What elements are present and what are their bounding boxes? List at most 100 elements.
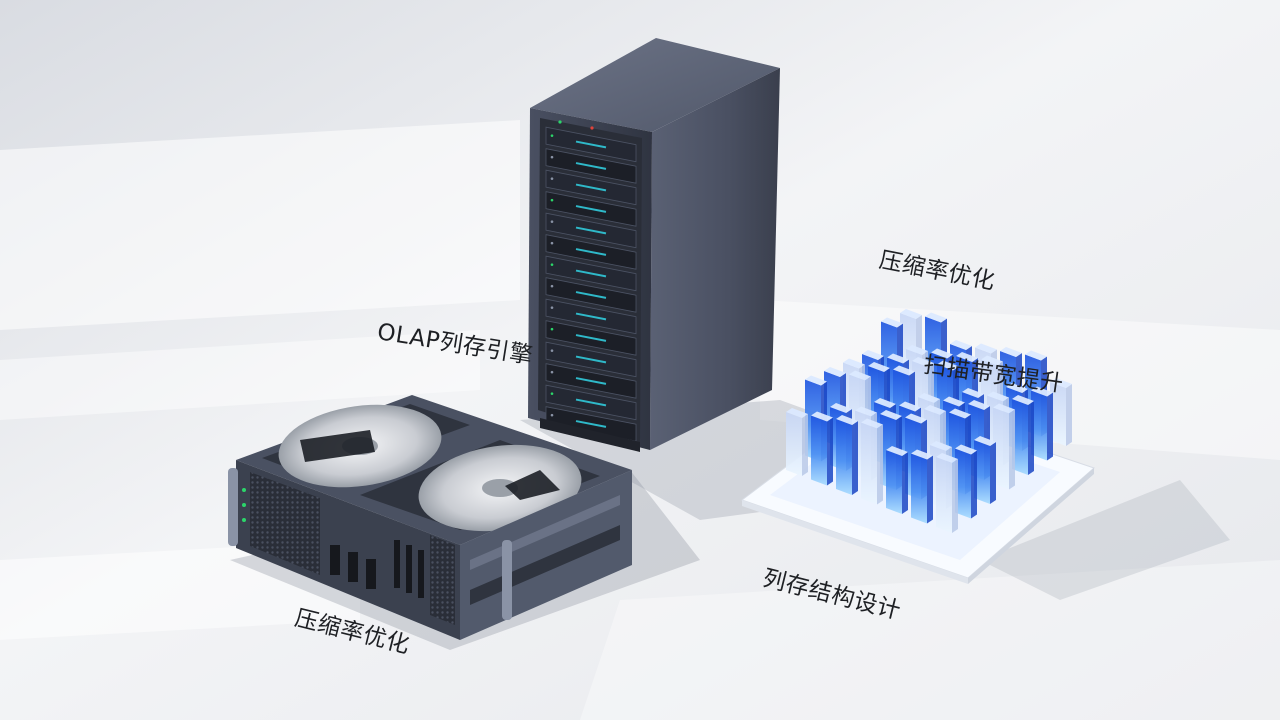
status-led — [550, 220, 554, 223]
status-led — [550, 349, 554, 352]
drive-led-strip — [575, 205, 607, 213]
column-block-top — [912, 357, 934, 367]
column-block-side — [1009, 409, 1015, 490]
column-block — [955, 448, 971, 519]
column-block — [974, 440, 990, 504]
column-block-top — [930, 441, 952, 451]
column-block-top — [955, 444, 977, 455]
column-block-top — [987, 391, 1009, 402]
column-block-side — [1047, 392, 1053, 461]
status-led — [550, 413, 554, 417]
column-block-top — [824, 367, 846, 377]
column-block-top — [962, 388, 984, 398]
column-block-top — [899, 401, 921, 412]
drive-led-strip — [575, 226, 607, 235]
column-block-top — [1025, 350, 1047, 361]
status-led — [550, 392, 554, 395]
status-led — [550, 263, 554, 266]
column-block-top — [924, 405, 946, 415]
column-block-top — [805, 375, 827, 386]
column-block-top — [861, 418, 883, 429]
drive-led-strip — [575, 269, 607, 278]
column-block — [936, 457, 952, 533]
column-block-side — [902, 452, 908, 514]
column-block-side — [877, 424, 883, 505]
column-block-top — [881, 317, 903, 328]
drive-led-strip — [575, 377, 607, 385]
drive-led-strip — [575, 355, 607, 364]
drive-led-strip — [575, 162, 607, 170]
column-block-top — [1006, 383, 1028, 393]
column-block-top — [911, 449, 933, 460]
column-block-side — [952, 459, 958, 533]
column-block-side — [990, 442, 996, 504]
drive-led-strip — [575, 420, 607, 428]
column-block — [861, 422, 877, 505]
column-block-top — [843, 358, 865, 369]
column-block — [911, 453, 927, 524]
column-block-top — [893, 365, 915, 376]
column-block-top — [925, 312, 947, 323]
drive-led-strip — [575, 248, 607, 256]
column-block-top — [874, 398, 896, 408]
columnar-grid — [740, 309, 1095, 584]
column-block — [786, 412, 802, 476]
drive-led-strip — [575, 334, 607, 342]
column-block-top — [936, 453, 958, 463]
column-block-top — [956, 352, 978, 362]
column-block-top — [918, 393, 940, 403]
column-block-side — [1028, 401, 1034, 475]
column-block-top — [1000, 347, 1022, 357]
column-block-side — [827, 417, 833, 486]
column-block-top — [811, 411, 833, 422]
column-block-top — [836, 415, 858, 425]
column-block-top — [974, 436, 996, 446]
status-led — [550, 241, 554, 245]
status-led — [550, 284, 554, 288]
column-block-top — [855, 406, 877, 417]
column-block-side — [927, 455, 933, 524]
column-block-top — [981, 355, 1003, 366]
column-block-top — [905, 413, 927, 424]
status-led — [558, 120, 562, 124]
status-led — [550, 306, 554, 309]
drive-led-strip — [575, 312, 607, 321]
column-block — [1012, 399, 1028, 475]
column-block-top — [943, 396, 965, 407]
status-led — [550, 370, 554, 374]
drive-led-strip — [575, 140, 607, 149]
status-led — [550, 327, 554, 331]
hard-drive-enclosure — [228, 395, 632, 640]
column-block-top — [1031, 386, 1053, 397]
status-led — [550, 177, 554, 180]
column-block-top — [906, 345, 928, 355]
column-block — [886, 450, 902, 514]
column-block — [811, 415, 827, 486]
column-block — [1050, 382, 1066, 446]
column-block-top — [887, 353, 909, 364]
column-block-top — [975, 343, 997, 354]
column-block-side — [971, 450, 977, 519]
status-led — [550, 134, 554, 137]
column-block-top — [880, 410, 902, 420]
drive-led-strip — [575, 291, 607, 299]
column-block-top — [786, 408, 808, 418]
column-block-top — [900, 309, 922, 319]
column-block-top — [949, 408, 971, 419]
rack-server — [528, 38, 780, 452]
column-block-side — [852, 421, 858, 495]
status-led — [550, 155, 554, 159]
column-block-top — [1012, 395, 1034, 405]
column-block-top — [937, 360, 959, 371]
column-block-top — [968, 400, 990, 410]
column-block-top — [886, 446, 908, 456]
column-block-top — [849, 370, 871, 381]
column-block-side — [802, 414, 808, 476]
column-block-top — [1050, 378, 1072, 388]
column-block-top — [868, 362, 890, 372]
column-block-side — [1066, 384, 1072, 446]
column-block-top — [830, 403, 852, 413]
column-block — [836, 419, 852, 495]
